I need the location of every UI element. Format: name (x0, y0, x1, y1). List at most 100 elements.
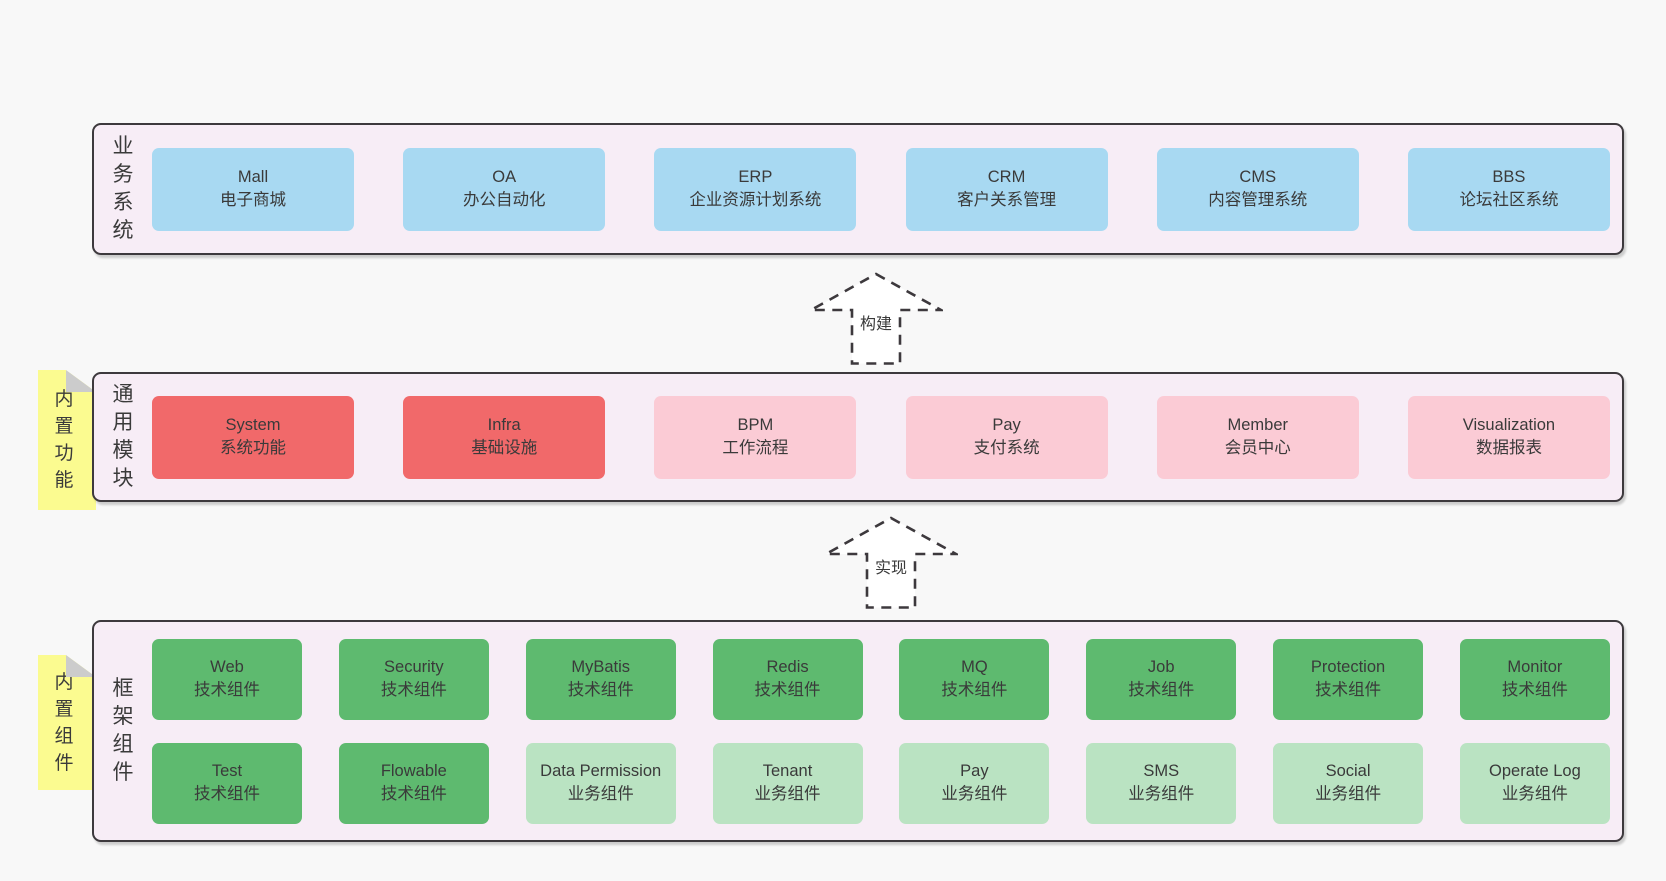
box-subtitle: 支付系统 (973, 439, 1040, 457)
box-tenant: Tenant 业务组件 (712, 742, 863, 824)
box-mq: MQ 技术组件 (899, 638, 1050, 720)
box-title: SMS (1143, 762, 1180, 780)
box-title: Flowable (380, 762, 447, 780)
box-title: ERP (738, 168, 773, 186)
box-subtitle: 业务组件 (754, 785, 821, 803)
box-title: BPM (737, 416, 774, 434)
box-title: BBS (1492, 168, 1526, 186)
box-subtitle: 技术组件 (194, 785, 260, 803)
box-subtitle: 技术组件 (754, 681, 821, 699)
band-framework-components: 框架组件 Web 技术组件 Security 技术组件 MyBatis 技术组件… (92, 620, 1624, 842)
box-title: Operate Log (1489, 762, 1581, 780)
box-web: Web 技术组件 (152, 638, 302, 720)
box-data-permission: Data Permission 业务组件 (525, 742, 676, 824)
box-infra: Infra 基础设施 (403, 395, 606, 479)
box-flowable: Flowable 技术组件 (338, 742, 489, 824)
box-subtitle: 技术组件 (380, 785, 447, 803)
box-subtitle: 办公自动化 (462, 191, 546, 209)
box-title: Social (1325, 762, 1371, 780)
band-label: 通用模块 (94, 374, 152, 500)
sticky-note-builtin-features: 内置功能 (38, 370, 96, 510)
box-title: Monitor (1507, 658, 1563, 676)
box-title: MyBatis (571, 658, 631, 676)
box-title: CRM (987, 168, 1026, 186)
box-sms: SMS 业务组件 (1086, 742, 1237, 824)
box-title: Data Permission (540, 762, 662, 780)
band-content: Mall 电子商城 OA 办公自动化 ERP 企业资源计划系统 CRM 客户关系… (152, 125, 1622, 253)
box-subtitle: 技术组件 (1315, 681, 1382, 699)
band-content: Web 技术组件 Security 技术组件 MyBatis 技术组件 Redi… (152, 622, 1622, 840)
box-title: Member (1227, 416, 1288, 434)
box-test: Test 技术组件 (152, 742, 302, 824)
box-row: System 系统功能 Infra 基础设施 BPM 工作流程 Pay 支付系统… (152, 395, 1610, 479)
box-title: Job (1147, 658, 1175, 676)
box-subtitle: 电子商城 (220, 191, 286, 209)
box-title: Visualization (1462, 416, 1556, 434)
box-title: Tenant (762, 762, 813, 780)
box-monitor: Monitor 技术组件 (1459, 638, 1610, 720)
band-content: System 系统功能 Infra 基础设施 BPM 工作流程 Pay 支付系统… (152, 374, 1622, 500)
box-title: CMS (1239, 168, 1277, 186)
box-subtitle: 业务组件 (1315, 785, 1382, 803)
box-subtitle: 技术组件 (1128, 681, 1195, 699)
box-subtitle: 业务组件 (941, 785, 1008, 803)
box-visualization: Visualization 数据报表 (1407, 395, 1610, 479)
band-common-modules: 通用模块 System 系统功能 Infra 基础设施 BPM 工作流程 Pay… (92, 372, 1624, 502)
box-row: Test 技术组件 Flowable 技术组件 Data Permission … (152, 742, 1610, 824)
box-erp: ERP 企业资源计划系统 (654, 147, 857, 231)
box-subtitle: 会员中心 (1224, 439, 1291, 457)
box-subtitle: 技术组件 (941, 681, 1008, 699)
box-subtitle: 业务组件 (567, 785, 634, 803)
box-crm: CRM 客户关系管理 (905, 147, 1108, 231)
box-row: Mall 电子商城 OA 办公自动化 ERP 企业资源计划系统 CRM 客户关系… (152, 147, 1610, 231)
box-social: Social 业务组件 (1273, 742, 1424, 824)
box-subtitle: 数据报表 (1475, 439, 1542, 457)
box-bbs: BBS 论坛社区系统 (1407, 147, 1610, 231)
box-title: OA (492, 168, 517, 186)
box-oa: OA 办公自动化 (403, 147, 606, 231)
box-redis: Redis 技术组件 (712, 638, 863, 720)
box-row: Web 技术组件 Security 技术组件 MyBatis 技术组件 Redi… (152, 638, 1610, 720)
band-label-text: 通用模块 (112, 383, 134, 490)
box-subtitle: 客户关系管理 (957, 191, 1057, 209)
band-label-text: 业务系统 (112, 135, 134, 242)
box-cms: CMS 内容管理系统 (1156, 147, 1359, 231)
box-subtitle: 技术组件 (380, 681, 447, 699)
box-subtitle: 技术组件 (1501, 681, 1568, 699)
box-security: Security 技术组件 (338, 638, 489, 720)
box-protection: Protection 技术组件 (1273, 638, 1424, 720)
box-subtitle: 技术组件 (567, 681, 634, 699)
box-subtitle: 论坛社区系统 (1459, 191, 1559, 209)
box-bpm: BPM 工作流程 (654, 395, 857, 479)
band-label: 框架组件 (94, 622, 152, 840)
box-pay: Pay 支付系统 (905, 395, 1108, 479)
box-title: Redis (766, 658, 809, 676)
box-pay-business: Pay 业务组件 (899, 742, 1050, 824)
arrow-label-build: 构建 (856, 309, 896, 335)
box-subtitle: 企业资源计划系统 (689, 191, 822, 209)
box-title: Pay (960, 762, 989, 780)
box-operate-log: Operate Log 业务组件 (1459, 742, 1610, 824)
sticky-note-builtin-components: 内置组件 (38, 655, 96, 790)
band-label: 业务系统 (94, 125, 152, 253)
box-subtitle: 系统功能 (220, 439, 286, 457)
box-subtitle: 基础设施 (471, 439, 538, 457)
box-mybatis: MyBatis 技术组件 (525, 638, 676, 720)
box-title: Test (211, 762, 243, 780)
box-title: Web (210, 658, 244, 676)
box-job: Job 技术组件 (1086, 638, 1237, 720)
box-subtitle: 技术组件 (194, 681, 260, 699)
box-subtitle: 内容管理系统 (1208, 191, 1308, 209)
box-subtitle: 工作流程 (722, 439, 789, 457)
box-title: System (225, 416, 281, 434)
box-subtitle: 业务组件 (1128, 785, 1195, 803)
box-title: Security (384, 658, 444, 676)
band-business-systems: 业务系统 Mall 电子商城 OA 办公自动化 ERP 企业资源计划系统 CRM… (92, 123, 1624, 255)
box-subtitle: 业务组件 (1501, 785, 1568, 803)
box-member: Member 会员中心 (1156, 395, 1359, 479)
box-title: Pay (992, 416, 1021, 434)
box-title: Protection (1310, 658, 1386, 676)
box-mall: Mall 电子商城 (152, 147, 354, 231)
box-title: Mall (237, 168, 269, 186)
arrow-label-implement: 实现 (871, 553, 911, 579)
